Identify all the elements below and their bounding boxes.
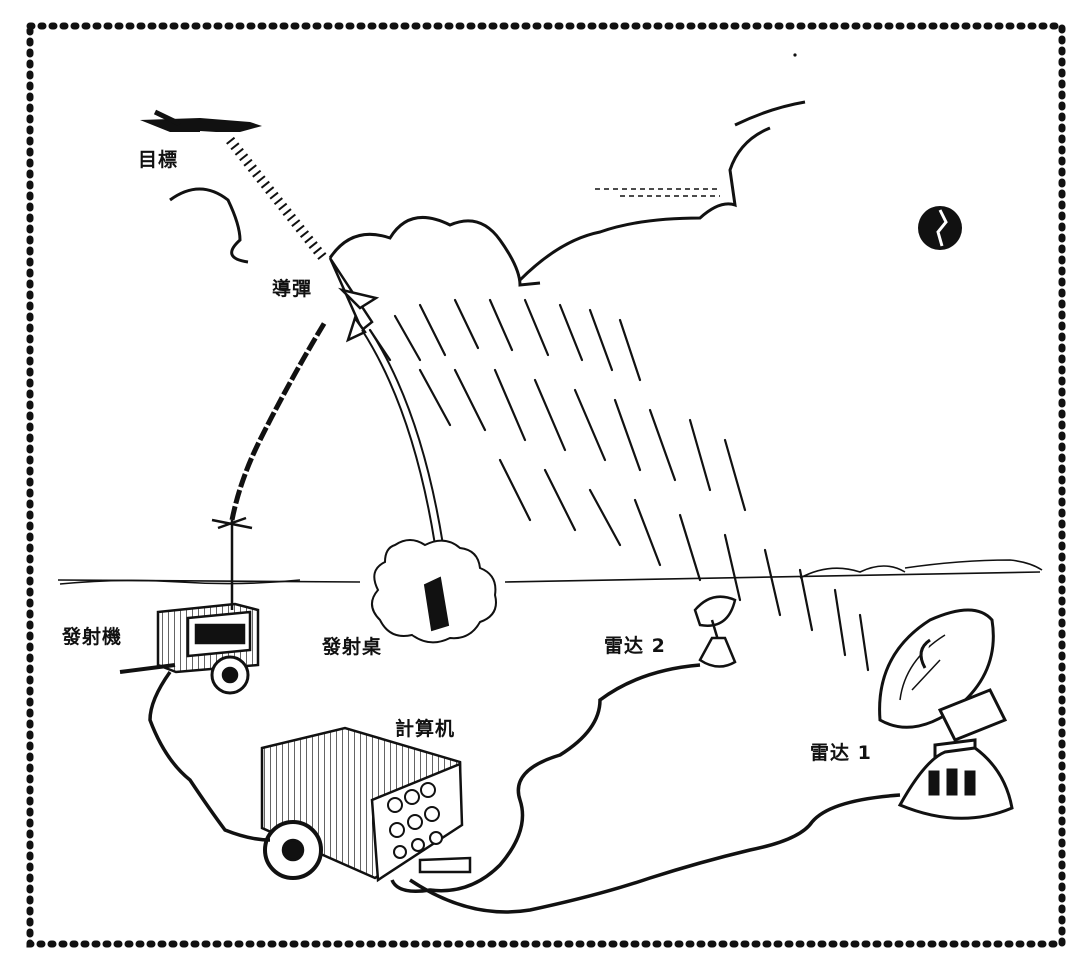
sun-icon: [918, 206, 962, 250]
radar1-beam: [368, 298, 870, 672]
label-transmitter: 發射機: [62, 626, 123, 648]
missile-icon: [328, 257, 380, 343]
clouds: [169, 100, 806, 287]
radar-dish-icon-2: [693, 595, 737, 668]
label-radar-1: 雷达 1: [810, 742, 872, 764]
trailer-icon-computer: [260, 726, 472, 883]
antenna-icon: [211, 516, 253, 610]
cables: [148, 663, 901, 914]
target-radar-beam: [226, 136, 329, 264]
command-link: [229, 320, 328, 521]
launch-smoke: [371, 539, 497, 644]
dotted-border: [26, 22, 1066, 948]
airplane-icon: [140, 109, 262, 135]
trailer-icon-transmitter: [119, 602, 260, 695]
label-launch-pad: 發射桌: [322, 636, 383, 658]
label-computer: 計算机: [395, 718, 456, 740]
horizon: [57, 559, 1043, 585]
label-missile: 導彈: [272, 278, 313, 300]
radar-dish-icon-1: [878, 608, 1014, 820]
label-radar-2: 雷达 2: [604, 635, 666, 657]
label-target: 目標: [138, 149, 179, 171]
